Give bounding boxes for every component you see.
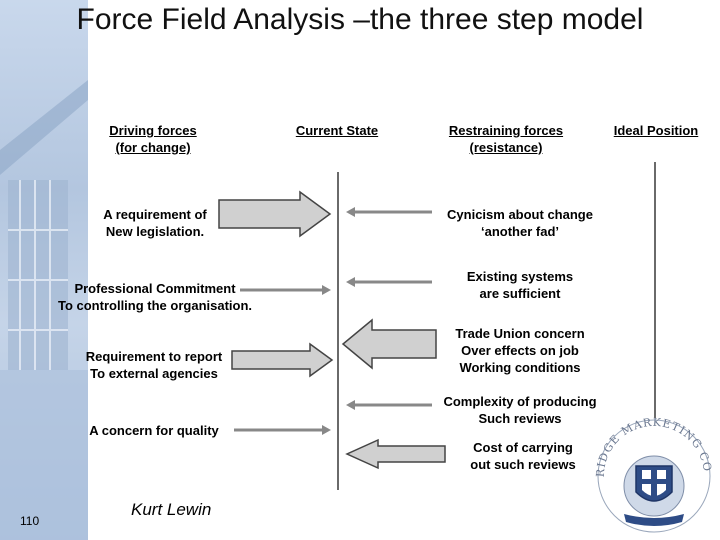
driving-force-line: A concern for quality <box>89 423 219 438</box>
restraining-force-line: Existing systems <box>466 269 574 284</box>
current-state-header: Current State <box>286 122 388 139</box>
driving-arrow-legislation <box>218 190 332 238</box>
restraining-arrowhead-cynicism <box>346 207 355 217</box>
driving-force-label: A requirement of New legislation. <box>70 206 240 240</box>
restraining-force-label: Trade Union concern Over effects on job … <box>440 325 600 376</box>
driving-header-line-2: (for change) <box>115 140 191 155</box>
driving-force-line: A requirement of <box>103 207 207 222</box>
restraining-force-line: Such reviews <box>478 411 562 426</box>
restraining-force-label: Cynicism about change ‘another fad’ <box>430 206 610 240</box>
restraining-force-label: Complexity of producing Such reviews <box>430 393 610 427</box>
driving-force-line: To external agencies <box>90 366 218 381</box>
driving-header-line-1: Driving forces <box>109 123 197 138</box>
driving-force-line: To controlling the organisation. <box>57 298 253 313</box>
restraining-force-label: Cost of carrying out such reviews <box>448 439 598 473</box>
driving-force-line: Requirement to report <box>85 349 223 364</box>
restraining-arrowhead-systems <box>346 277 355 287</box>
college-logo: CAMBRIDGE MARKETING COLLEGE <box>588 410 713 533</box>
restraining-force-line: Complexity of producing <box>443 394 597 409</box>
restraining-force-line: Working conditions <box>459 360 581 375</box>
restraining-forces-header: Restraining forces (resistance) <box>440 122 572 156</box>
driving-force-label: Requirement to report To external agenci… <box>68 348 240 382</box>
ideal-position-header: Ideal Position <box>605 122 707 139</box>
restraining-force-line: Trade Union concern <box>455 326 585 341</box>
current-header-text: Current State <box>295 123 379 138</box>
driving-arrowhead-quality <box>322 425 331 435</box>
restraining-arrowhead-complexity <box>346 400 355 410</box>
page-title: Force Field Analysis –the three step mod… <box>76 3 644 36</box>
driving-arrowhead-commitment <box>322 285 331 295</box>
restraining-force-line: are sufficient <box>479 286 561 301</box>
driving-force-line: New legislation. <box>105 224 205 239</box>
restraining-force-label: Existing systems are sufficient <box>440 268 600 302</box>
restraining-force-line: Cynicism about change <box>447 207 593 222</box>
page-number: 110 <box>20 514 40 528</box>
restraining-header-line-1: Restraining forces <box>448 123 564 138</box>
driving-force-label: A concern for quality <box>74 422 234 439</box>
restraining-force-line: ‘another fad’ <box>480 224 559 239</box>
driving-force-label: Professional Commitment To controlling t… <box>40 280 270 314</box>
restraining-force-line: Over effects on job <box>461 343 579 358</box>
restraining-force-line: Cost of carrying <box>473 440 573 455</box>
restraining-arrow-union <box>341 318 437 370</box>
driving-force-line: Professional Commitment <box>74 281 236 296</box>
ideal-header-text: Ideal Position <box>613 123 699 138</box>
restraining-header-line-2: (resistance) <box>469 140 543 155</box>
restraining-force-line: out such reviews <box>470 457 576 472</box>
author-credit: Kurt Lewin <box>131 500 212 519</box>
driving-forces-header: Driving forces (for change) <box>105 122 201 156</box>
decorative-sidebar-photo <box>0 0 88 540</box>
driving-arrow-reporting <box>231 342 334 378</box>
restraining-arrow-cost <box>345 438 446 470</box>
